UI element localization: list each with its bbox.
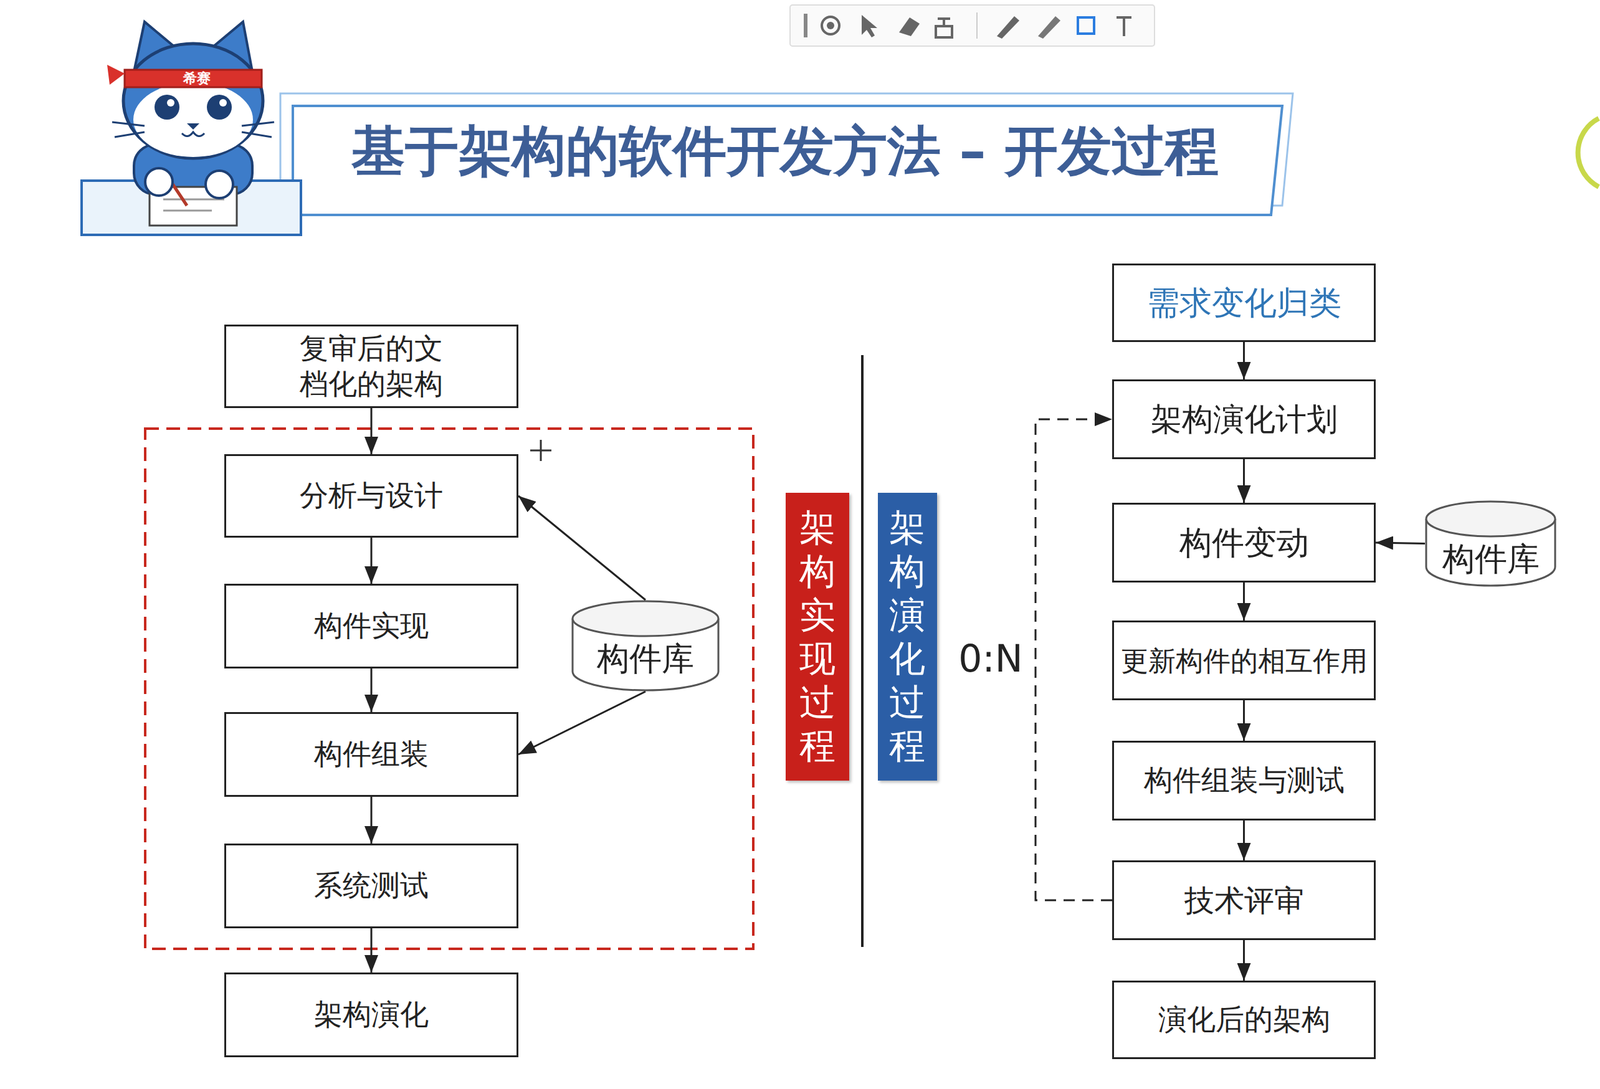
database-cylinder: 构件库 [571,600,720,692]
flow-arrow [1242,820,1245,861]
process-box: 架构演化计划 [1112,379,1376,460]
node-text: 架构演化 [314,996,429,1034]
cat-eye [206,94,232,120]
flow-arrow [1242,459,1245,503]
record-icon [821,16,840,35]
headband [124,69,262,88]
phase-band: 架构演化过程 [877,492,938,781]
toolbar-frame [790,4,1155,47]
eraser-icon [899,17,920,37]
process-box: 构件实现 [224,583,519,669]
separator-line [861,355,864,948]
flow-arrow [1242,582,1245,621]
process-box: 构件组装与测试 [1112,740,1376,821]
logo-text: 希赛 [165,69,229,88]
process-box: 构件组装 [224,712,519,797]
record-icon [826,21,835,30]
output-box: 架构演化 [224,972,519,1058]
whisker [241,122,275,126]
marker-icon [1038,16,1061,39]
whisker [114,132,145,138]
flow-arrow [518,495,646,600]
database-cylinder: 构件库 [1424,500,1557,587]
mascot-cat [81,21,301,235]
node-text: 构件组装 [314,736,429,773]
toolbar [790,4,1155,47]
input-box: 复审后的文 档化的架构 [224,324,519,409]
process-box: 构件变动 [1112,502,1376,583]
dashed-group-frame [145,428,754,949]
eye-highlight [219,99,227,107]
cat-face [133,82,253,158]
desk [81,180,301,235]
flow-arrow [370,928,373,973]
title-banner [280,93,1293,215]
multiplicity-label: 0:N [953,636,1029,681]
node-text: 构件库 [1442,538,1540,580]
cursor-cross [530,439,552,462]
node-text: 分析与设计 [299,477,443,515]
pen-icon [996,16,1020,39]
flow-arrow [1242,700,1245,741]
flow-arrow [1375,542,1425,544]
cat-nose [186,123,200,130]
text-tool-icon [1116,17,1132,37]
feedback-arrow [1035,419,1113,901]
node-text: 构件变动 [1179,522,1310,564]
eye-highlight [166,99,175,107]
node-text: 架构实现过程 [798,505,837,768]
toolbar-grip [803,13,808,38]
phase-band: 架构实现过程 [785,492,850,781]
flow-arrow [1242,342,1245,380]
whisker [241,132,272,138]
headband-tail [107,64,125,85]
banner-frame [292,105,1283,215]
node-text: 演化后的架构 [1158,1001,1331,1039]
node-text: 架构演化计划 [1150,400,1338,440]
rect-icon [1077,17,1095,34]
toolbar-divider [976,12,978,39]
flow-arrow [370,408,373,455]
flow-arrow [518,691,646,755]
process-box: 更新构件的相互作用 [1112,620,1376,701]
cylinder-top [572,601,719,637]
output-box: 演化后的架构 [1112,980,1376,1060]
flow-arrow [370,537,373,584]
node-text: 技术评审 [1184,881,1305,920]
process-box: 系统测试 [224,843,519,929]
whisker [112,122,145,126]
cat-paw [145,168,173,196]
flow-arrow [370,796,373,844]
flow-arrow [370,668,373,713]
pointer-icon [861,14,878,38]
node-text: 更新构件的相互作用 [1120,643,1368,678]
process-box: 技术评审 [1112,860,1376,941]
node-text: 复审后的文 档化的架构 [295,330,448,403]
cat-eye [154,94,180,120]
input-box: 需求变化归类 [1112,263,1376,343]
node-text: 构件库 [596,638,695,680]
cat-mouth [181,132,205,137]
cat-head [123,43,263,159]
clear-icon [935,18,953,38]
cylinder-top [1426,501,1556,537]
node-text: 构件组装与测试 [1143,762,1345,799]
node-text: 构件实现 [314,608,429,645]
page-title: 基于架构的软件开发方法 – 开发过程 [305,110,1265,192]
cat-paw [205,170,234,199]
process-box: 分析与设计 [224,454,519,538]
partial-circle [1578,118,1599,187]
paper-line [163,209,212,212]
node-text: 需求变化归类 [1147,282,1342,324]
flow-arrow [1242,940,1245,981]
node-text: 架构演化过程 [888,505,927,768]
node-text: 系统测试 [314,867,429,905]
